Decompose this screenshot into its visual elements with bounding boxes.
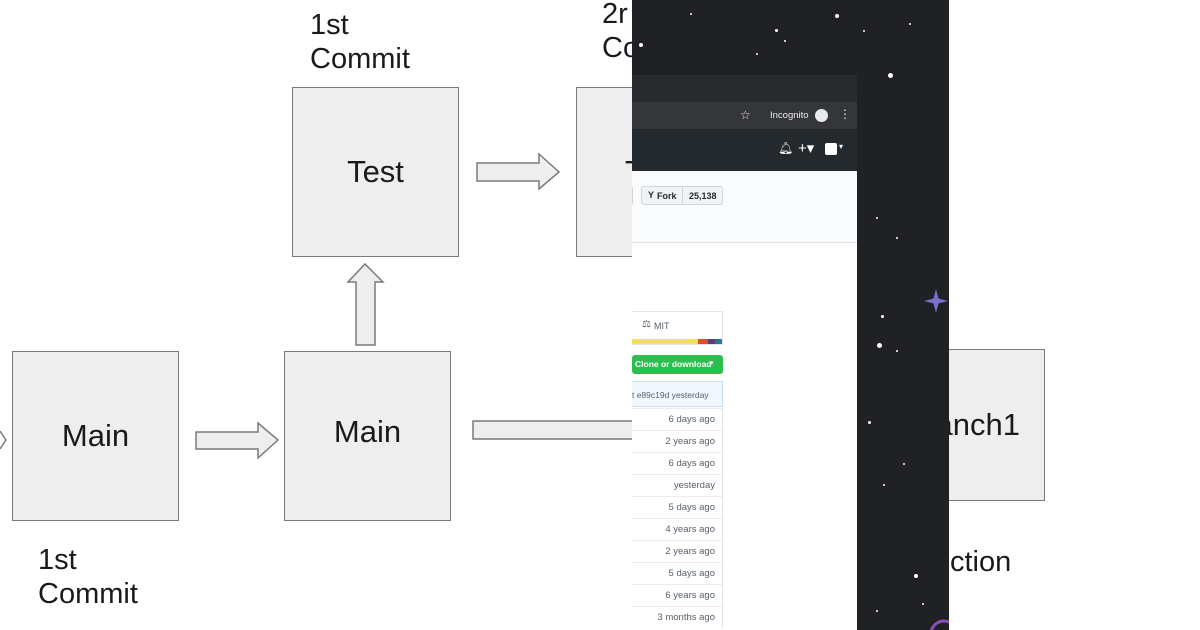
test-box-label: Test [347,154,404,189]
bookmark-star-icon[interactable]: ☆ [740,108,751,122]
star-button-edge[interactable] [632,186,633,205]
star [922,603,924,605]
file-row[interactable]: 5 days ago [632,496,723,518]
clone-button-label: Clone or download [635,359,712,369]
file-row[interactable]: 6 years ago [632,584,723,606]
tab-strip [632,75,857,102]
star [877,343,882,348]
file-date: 6 years ago [665,590,715,601]
main-commit-box-left: Main [12,351,179,521]
fork-count[interactable]: 25,138 [689,191,717,201]
language-bar-segment [697,339,709,344]
arrow-main-to-main [195,421,280,460]
star [690,13,692,15]
file-row[interactable]: 2 years ago [632,430,723,452]
avatar[interactable] [825,143,837,155]
test-commit-box: Test [292,87,459,257]
star [888,73,893,78]
clone-or-download-button[interactable]: Clone or download ▾ [632,355,723,374]
star [896,237,898,239]
fork-button[interactable]: Y Fork 25,138 [641,186,723,205]
star [756,53,758,55]
file-date: 3 months ago [657,612,715,623]
fork-divider [682,187,683,204]
file-date: 4 years ago [665,524,715,535]
fork-label: Fork [657,191,677,201]
caption-right-partial: ction [950,546,1012,578]
star [775,29,778,32]
star [883,484,885,486]
star [876,610,878,612]
star [868,421,871,424]
file-date: 6 days ago [668,414,715,425]
file-row[interactable]: 6 days ago [632,408,723,430]
plus-icon[interactable]: +▾ [798,140,815,157]
arrow-main-up-to-test [346,262,385,346]
file-date: yesterday [673,480,715,491]
language-bar-segment [714,339,719,344]
bell-icon[interactable]: 🔔︎ [778,141,794,155]
github-header: 🔔︎ +▾ ▾ [632,129,857,171]
file-row[interactable]: 2 years ago [632,540,723,562]
caption-main-commit: 1st Commit [38,544,138,610]
file-date: 2 years ago [665,436,715,447]
star [863,30,865,32]
latest-commit-text[interactable]: t e89c19d yesterday [632,390,709,400]
star [881,315,884,318]
arrow-test-to-second [476,152,561,191]
file-row[interactable]: yesterday [632,474,723,496]
star [784,40,786,42]
star [909,23,911,25]
language-bar-segment [632,339,698,344]
incognito-label: Incognito [770,110,809,121]
star [876,217,878,219]
caption-test-commit: 1st Commit [310,9,410,75]
screenshot-overlay: ☆ Incognito ⋮ 🔔︎ +▾ ▾ Y Fork 25,138 ‹ ⚖ … [632,0,949,630]
license-icon: ⚖ [642,319,651,330]
center-main-box-label: Main [333,414,402,449]
incognito-icon[interactable] [815,109,828,122]
language-bar-segment [718,339,722,344]
file-date: 6 days ago [668,458,715,469]
language-bar [632,339,722,344]
file-date: 5 days ago [668,502,715,513]
file-row[interactable]: 6 days ago [632,452,723,474]
latest-commit-bar: t e89c19d yesterday [632,381,723,407]
file-row[interactable]: 4 years ago [632,518,723,540]
repo-stats-bar: ⚖ MIT [632,311,723,345]
fork-icon: Y [648,190,655,200]
star [903,463,905,465]
arrow-main-to-branch [472,420,641,440]
ring-icon [930,619,949,630]
arrow-tip-partial-left [0,430,7,450]
browser-window: ☆ Incognito ⋮ 🔔︎ +▾ ▾ Y Fork 25,138 ‹ ⚖ … [632,75,857,630]
star [835,14,839,18]
avatar-dropdown-icon[interactable]: ▾ [839,142,844,151]
language-bar-segment [708,339,715,344]
sparkle-icon [924,289,948,313]
chevron-down-icon: ▾ [710,360,714,367]
repo-header: Y Fork 25,138 [632,171,857,243]
left-main-box-label: Main [61,418,130,453]
main-commit-box-center: Main [284,351,451,521]
file-date: 2 years ago [665,546,715,557]
file-date: 5 days ago [668,568,715,579]
branch-box-label: anch1 [935,407,1020,442]
more-menu-icon[interactable]: ⋮ [839,107,851,121]
address-bar[interactable]: ☆ Incognito ⋮ [632,102,857,129]
file-row[interactable]: 3 months ago [632,606,723,628]
branch-box: anch1 [930,349,1045,501]
star [914,574,918,578]
file-row[interactable]: 5 days ago [632,562,723,584]
license-label[interactable]: MIT [654,321,670,331]
star [639,43,643,47]
star [896,350,898,352]
